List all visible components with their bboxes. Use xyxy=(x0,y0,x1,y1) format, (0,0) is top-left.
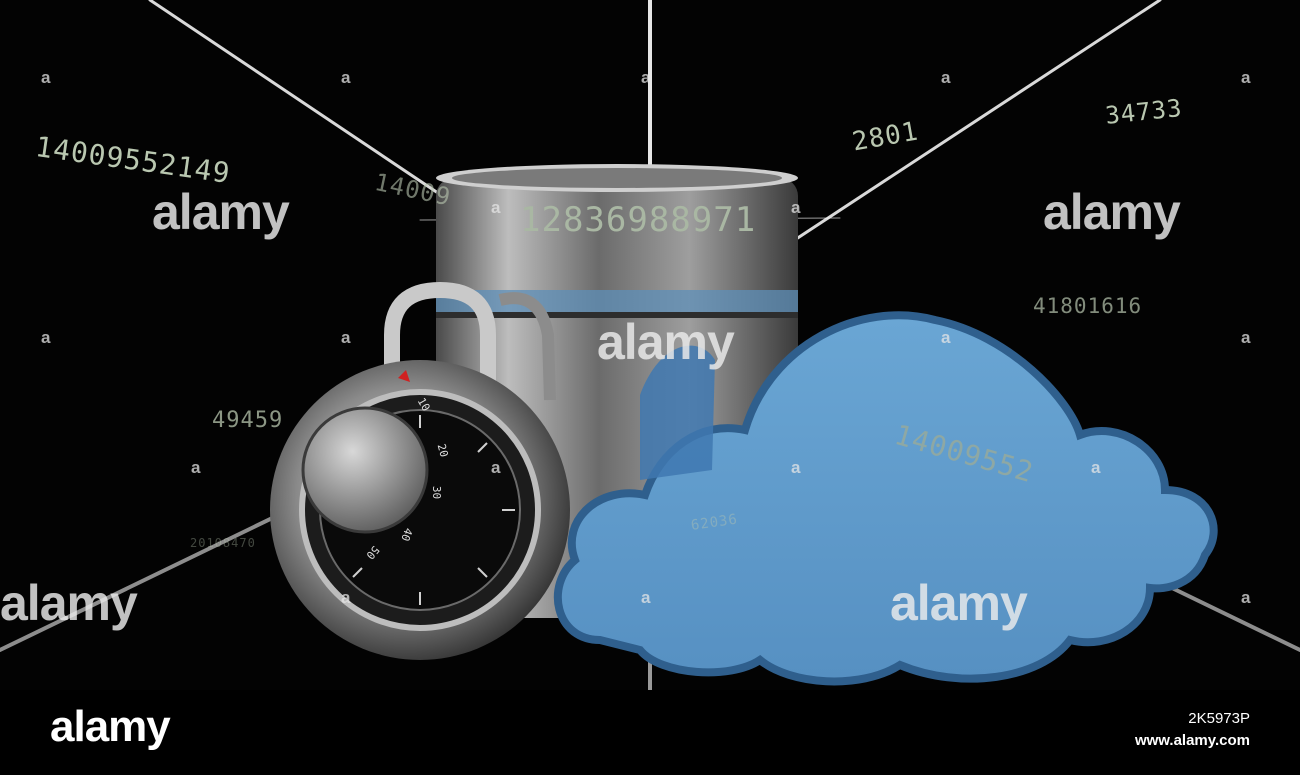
watermark-mark: a xyxy=(191,458,201,477)
watermark-mark: a xyxy=(41,328,51,347)
floating-number: 12836988971 xyxy=(520,200,757,240)
lock-dial-number: 30 xyxy=(430,485,444,500)
watermark-mark: a xyxy=(1241,328,1251,347)
floating-number: 20108470 xyxy=(190,536,256,550)
watermark-mark: a xyxy=(341,588,351,607)
watermark-mark: a xyxy=(1091,458,1101,477)
watermark-mark: a xyxy=(1241,588,1251,607)
watermark-text: alamy xyxy=(152,184,290,240)
floating-number: 41801616 xyxy=(1033,294,1143,318)
watermark-mark: a xyxy=(341,68,351,87)
watermark-mark: a xyxy=(641,68,651,87)
watermark-mark: a xyxy=(41,68,51,87)
watermark-text: alamy xyxy=(890,575,1028,631)
image-scene: 14009552149 14009 12836988971 2801 34733… xyxy=(0,0,1300,690)
watermark-text: alamy xyxy=(597,314,735,370)
stock-footer: alamy 2K5973P www.alamy.com xyxy=(0,690,1300,775)
footer-logo: alamy xyxy=(50,702,171,751)
watermark-mark: a xyxy=(491,458,501,477)
watermark-text: alamy xyxy=(0,575,138,631)
image-id: 2K5973P xyxy=(1188,710,1250,727)
watermark-mark: a xyxy=(791,458,801,477)
site-url: www.alamy.com xyxy=(1134,732,1250,749)
cloud-shape xyxy=(553,311,1218,686)
floating-number: 49459 xyxy=(212,408,284,433)
watermark-text: alamy xyxy=(1043,184,1181,240)
watermark-mark: a xyxy=(941,68,951,87)
watermark-mark: a xyxy=(1241,68,1251,87)
scene-artwork xyxy=(0,0,1300,690)
watermark-mark: a xyxy=(941,328,951,347)
watermark-mark: a xyxy=(491,198,501,217)
combination-padlock xyxy=(270,281,570,660)
watermark-mark: a xyxy=(641,588,651,607)
watermark-mark: a xyxy=(341,328,351,347)
watermark-mark: a xyxy=(791,198,801,217)
